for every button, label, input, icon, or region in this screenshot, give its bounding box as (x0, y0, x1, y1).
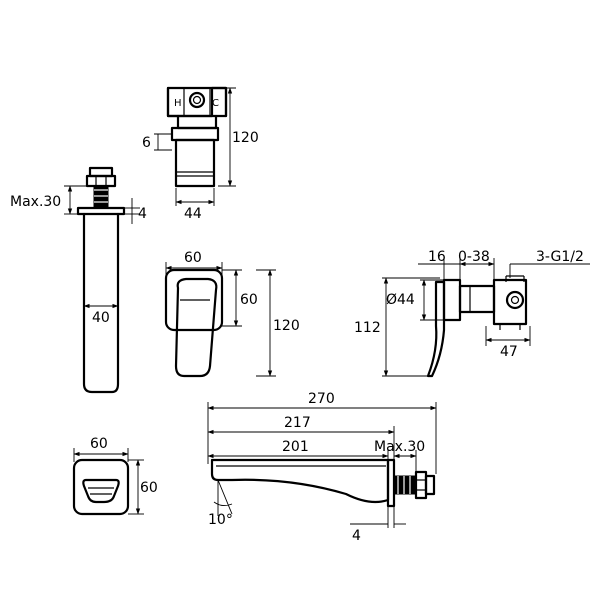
dim-spout-4: 4 (138, 206, 147, 222)
mounting-box-dims: 6 120 44 (142, 87, 259, 222)
spout-front-dims: 60 60 (73, 436, 158, 515)
svg-text:C: C (212, 98, 219, 109)
front-plate-dims: 60 60 120 (165, 250, 300, 377)
dim-front-60-width: 60 (90, 436, 108, 452)
dim-spout-217: 217 (284, 415, 311, 431)
dim-mount-120: 120 (232, 130, 259, 146)
dim-mount-44: 44 (184, 206, 202, 222)
valve-side-view (426, 275, 528, 378)
dim-plate-120: 120 (273, 318, 300, 334)
valve-side-dims: 16 0-38 3-G1/2 Ø44 112 47 (354, 249, 590, 377)
dim-spout-270: 270 (308, 391, 335, 407)
dim-spout-40: 40 (92, 310, 110, 326)
dim-spout-max30: Max.30 (10, 194, 61, 210)
svg-text:H: H (174, 98, 182, 109)
spout-front-view (72, 458, 130, 516)
dim-spout-4-bottom: 4 (352, 528, 361, 544)
horizontal-spout-dims: 270 217 201 Max.30 4 10° (207, 391, 437, 544)
dim-valve-112: 112 (354, 320, 381, 336)
dim-front-60-height: 60 (140, 480, 158, 496)
dim-valve-47: 47 (500, 344, 518, 360)
dim-valve-dia: Ø44 (386, 292, 415, 308)
vertical-spout-dims: Max.30 4 40 (10, 185, 147, 326)
horizontal-spout (210, 458, 436, 508)
mounting-box: H C (166, 86, 228, 188)
dim-valve-thread: 3-G1/2 (536, 249, 584, 265)
dim-plate-60-width: 60 (184, 250, 202, 266)
dim-spout-201: 201 (282, 439, 309, 455)
vertical-spout (76, 166, 126, 394)
dim-valve-0-38: 0-38 (458, 249, 490, 265)
dim-spout-max30-bottom: Max.30 (374, 439, 425, 455)
dim-plate-60-height: 60 (240, 292, 258, 308)
dim-mount-6: 6 (142, 135, 151, 151)
dim-valve-16: 16 (428, 249, 446, 265)
dim-spout-angle: 10° (208, 512, 233, 528)
front-plate-handle (164, 268, 224, 378)
